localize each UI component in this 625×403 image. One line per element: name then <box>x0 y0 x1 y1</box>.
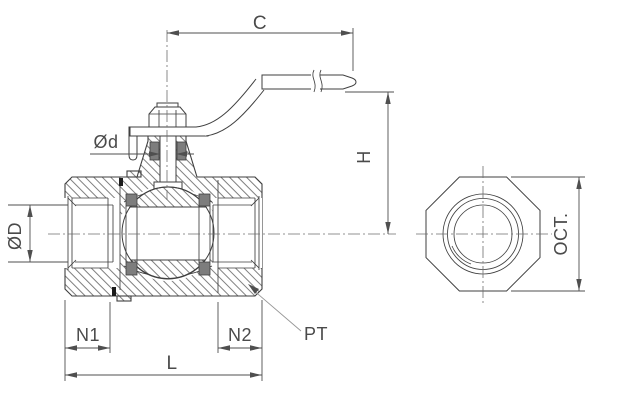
dimension-C: C <box>167 13 354 71</box>
break-line-2 <box>319 69 323 93</box>
seat-left-bottom <box>125 261 138 276</box>
seat-left-top <box>125 193 138 207</box>
dimension-stem-diameter: Ød <box>90 132 194 157</box>
handle-arm-upper-edge <box>195 78 257 128</box>
dimension-L: L <box>65 353 262 378</box>
dimension-label-oct: OCT. <box>551 212 571 255</box>
handle-plate <box>129 126 209 137</box>
hex-nut-facets <box>149 110 186 127</box>
right-port-bore <box>213 198 262 268</box>
seat-right-top <box>198 193 211 207</box>
dimension-label-c: C <box>253 13 267 34</box>
handle-stop-lug <box>126 170 142 178</box>
right-thread-detail <box>212 180 260 293</box>
packing-left <box>149 141 160 161</box>
thread-arc <box>451 245 472 265</box>
dimensions: C H Ød ØD N1 <box>5 13 585 381</box>
handle-arm-lower-edge <box>205 89 265 137</box>
handle-arm-fill <box>196 79 264 136</box>
dimension-label-stem-diameter: Ød <box>93 132 118 152</box>
dimension-N1: N1 <box>64 300 111 381</box>
handle-grip <box>261 74 357 90</box>
dimension-OCT: OCT. <box>511 176 585 292</box>
dimension-label-l: L <box>166 353 177 374</box>
cap-joint-bottom <box>112 287 116 296</box>
left-port-bore <box>64 198 120 268</box>
left-thread-detail <box>67 183 121 290</box>
packing-right <box>176 141 187 161</box>
dimension-bore-diameter: ØD <box>5 204 68 263</box>
dimension-label-n2: N2 <box>228 325 252 345</box>
octagon-body <box>425 176 541 292</box>
dimension-label-bore-diameter: ØD <box>5 222 25 250</box>
break-line-1 <box>312 69 316 93</box>
bottom-lug <box>116 295 132 302</box>
stem-nut <box>148 102 187 128</box>
dimension-H: H <box>345 91 394 234</box>
dimension-label-h: H <box>354 150 374 164</box>
callout-label-pt: PT <box>304 324 328 344</box>
seat-right-bottom <box>198 261 211 276</box>
handle-break-gap <box>311 73 320 91</box>
front-section-view <box>64 69 357 302</box>
centerlines <box>48 30 552 306</box>
dimension-label-n1: N1 <box>76 325 100 345</box>
callout-PT: PT <box>248 284 328 344</box>
dimension-N2: N2 <box>217 300 263 381</box>
cap-joint-top <box>119 178 123 186</box>
hex-nut <box>148 106 187 128</box>
